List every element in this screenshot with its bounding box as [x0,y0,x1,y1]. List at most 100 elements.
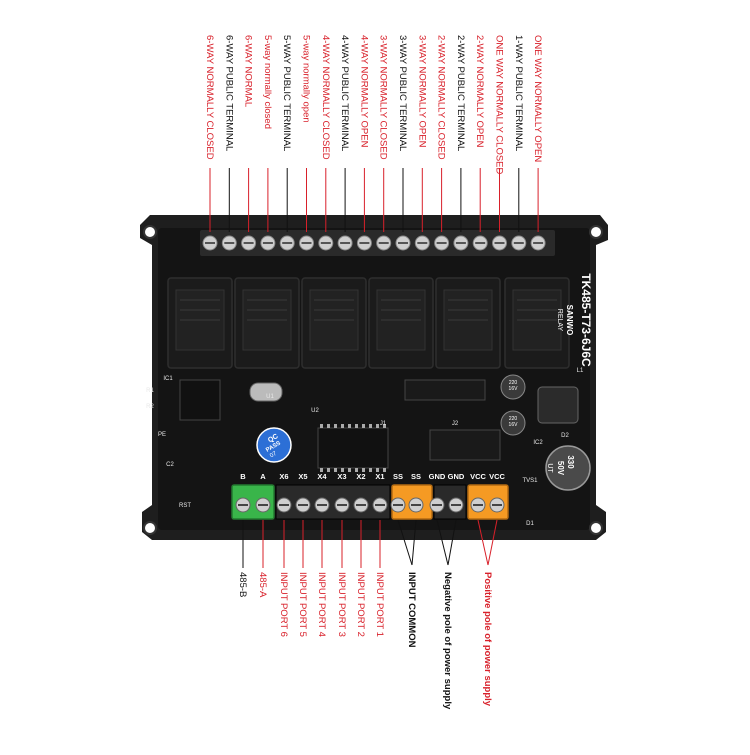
terminal-silk-label: X4 [317,472,327,481]
leader-line-bottom [397,519,413,566]
crystal [249,382,283,402]
top-label: 5-way normally closed [261,35,273,129]
leader-line-bottom [436,519,449,566]
qc-sticker-disc [256,427,292,463]
chip-pin [362,468,365,472]
top-label: 4-WAY NORMALLY CLOSED [319,35,331,160]
inductor [537,386,579,424]
ic1-chip [179,379,221,421]
terminal-silk-label: X6 [279,472,288,481]
cap-large-text: 330 [566,455,575,469]
bottom-label: INPUT PORT 3 [336,572,347,637]
chip-pin [320,468,323,472]
cap2-v-text: 16V [509,422,519,428]
bottom-label: INPUT PORT 2 [355,572,366,637]
brand-text: SANWO [565,305,574,336]
terminal-silk-label: B [240,472,246,481]
terminal-silk-label: SS [411,472,421,481]
cap1-v-text: 16V [509,386,519,392]
silkscreen-label: U2 [311,408,319,414]
top-label: 6-WAY NORMALLY CLOSED [204,35,215,160]
leader-line-bottom [447,519,457,566]
leader-line-bottom [487,519,498,566]
bottom-label: INPUT COMMON [406,572,417,648]
silkscreen-label: D1 [526,521,534,527]
optocoupler-row [429,429,501,461]
silkscreen-label: TVS1 [522,478,538,484]
silkscreen-label: RST [179,503,191,509]
bottom-label: Negative pole of power supply [442,572,453,710]
chip-pin [376,424,379,428]
terminal-silk-label: X2 [356,472,365,481]
leader-line-bottom [477,519,489,566]
silkscreen-label: IC1 [163,376,173,382]
chip-pin [383,424,386,428]
terminal-silk-label: X5 [298,472,307,481]
bottom-label: INPUT PORT 1 [374,572,385,637]
terminal-block-black [275,484,391,520]
cap2-text: 220 [509,416,518,422]
mounting-hole [589,225,603,239]
main-chip [317,427,389,469]
chip-pin [369,468,372,472]
silkscreen-label: R1 [146,388,154,394]
silkscreen-label: D2 [561,433,569,439]
chip-pin [341,468,344,472]
terminal-silk-label: GND [448,472,465,481]
mounting-hole [143,225,157,239]
cap-large-v-text: 50V [556,461,565,476]
chip-pin [334,424,337,428]
top-label: 4-WAY NORMALLY OPEN [358,35,370,148]
mounting-hole [589,521,603,535]
terminal-silk-label: A [260,472,266,481]
chip-pin [369,424,372,428]
top-label: 5-WAY PUBLIC TERMINAL [281,35,293,152]
qc-text: QC [267,433,280,444]
top-label: 6-WAY PUBLIC TERMINAL [223,35,235,152]
top-label: 3-WAY NORMALLY CLOSED [377,35,389,160]
bottom-label: INPUT PORT 4 [316,572,327,637]
mounting-hole [143,521,157,535]
top-label: 6-WAY NORMAL [242,35,254,108]
chip-pin [341,424,344,428]
bottom-label: INPUT PORT 6 [278,572,289,637]
silkscreen-label: IC2 [533,440,543,446]
chip-pin [376,468,379,472]
silkscreen-label: R2 [146,404,154,410]
top-label: 2-WAY NORMALLY OPEN [474,35,486,148]
bottom-label: INPUT PORT 5 [297,572,308,637]
silkscreen-label: PE [158,432,166,438]
chip-pin [334,468,337,472]
chip-pin [348,424,351,428]
terminal-silk-label: X3 [337,472,346,481]
leader-lines-bottom [242,519,498,568]
silkscreen-label: L1 [577,368,584,374]
terminal-silk-label: SS [393,472,403,481]
top-label: 3-WAY PUBLIC TERMINAL [397,35,408,152]
top-label: 4-WAY PUBLIC TERMINAL [339,35,351,152]
terminal-silk-label: GND [429,472,446,481]
qc-num-text: 07 [269,451,278,460]
driver-array [404,379,486,401]
silkscreen-label: C2 [166,462,174,468]
relay-row [167,277,570,369]
leader-line-bottom [411,519,417,566]
top-label: 3-WAY NORMALLY OPEN [416,35,428,148]
silkscreen-label: U1 [266,394,274,400]
top-label: 2-WAY NORMALLY CLOSED [435,35,447,160]
terminal-silk-label: VCC [489,472,505,481]
silkscreen-label: J1 [380,421,387,427]
chip-pin [355,468,358,472]
brand-sub-text: RELAY [556,309,563,332]
components: QCPASS0722016V22016V33050VUTRSTC2R1R2IC1… [146,368,591,527]
cap-large-u-text: UT [546,463,553,473]
chip-pin [355,424,358,428]
top-label: ONE WAY NORMALLY CLOSED [493,35,505,175]
bottom-label: 485-A [257,572,268,598]
bottom-label: 485-B [237,572,248,598]
silkscreen-label: J2 [452,421,459,427]
cap1-text: 220 [509,380,518,386]
